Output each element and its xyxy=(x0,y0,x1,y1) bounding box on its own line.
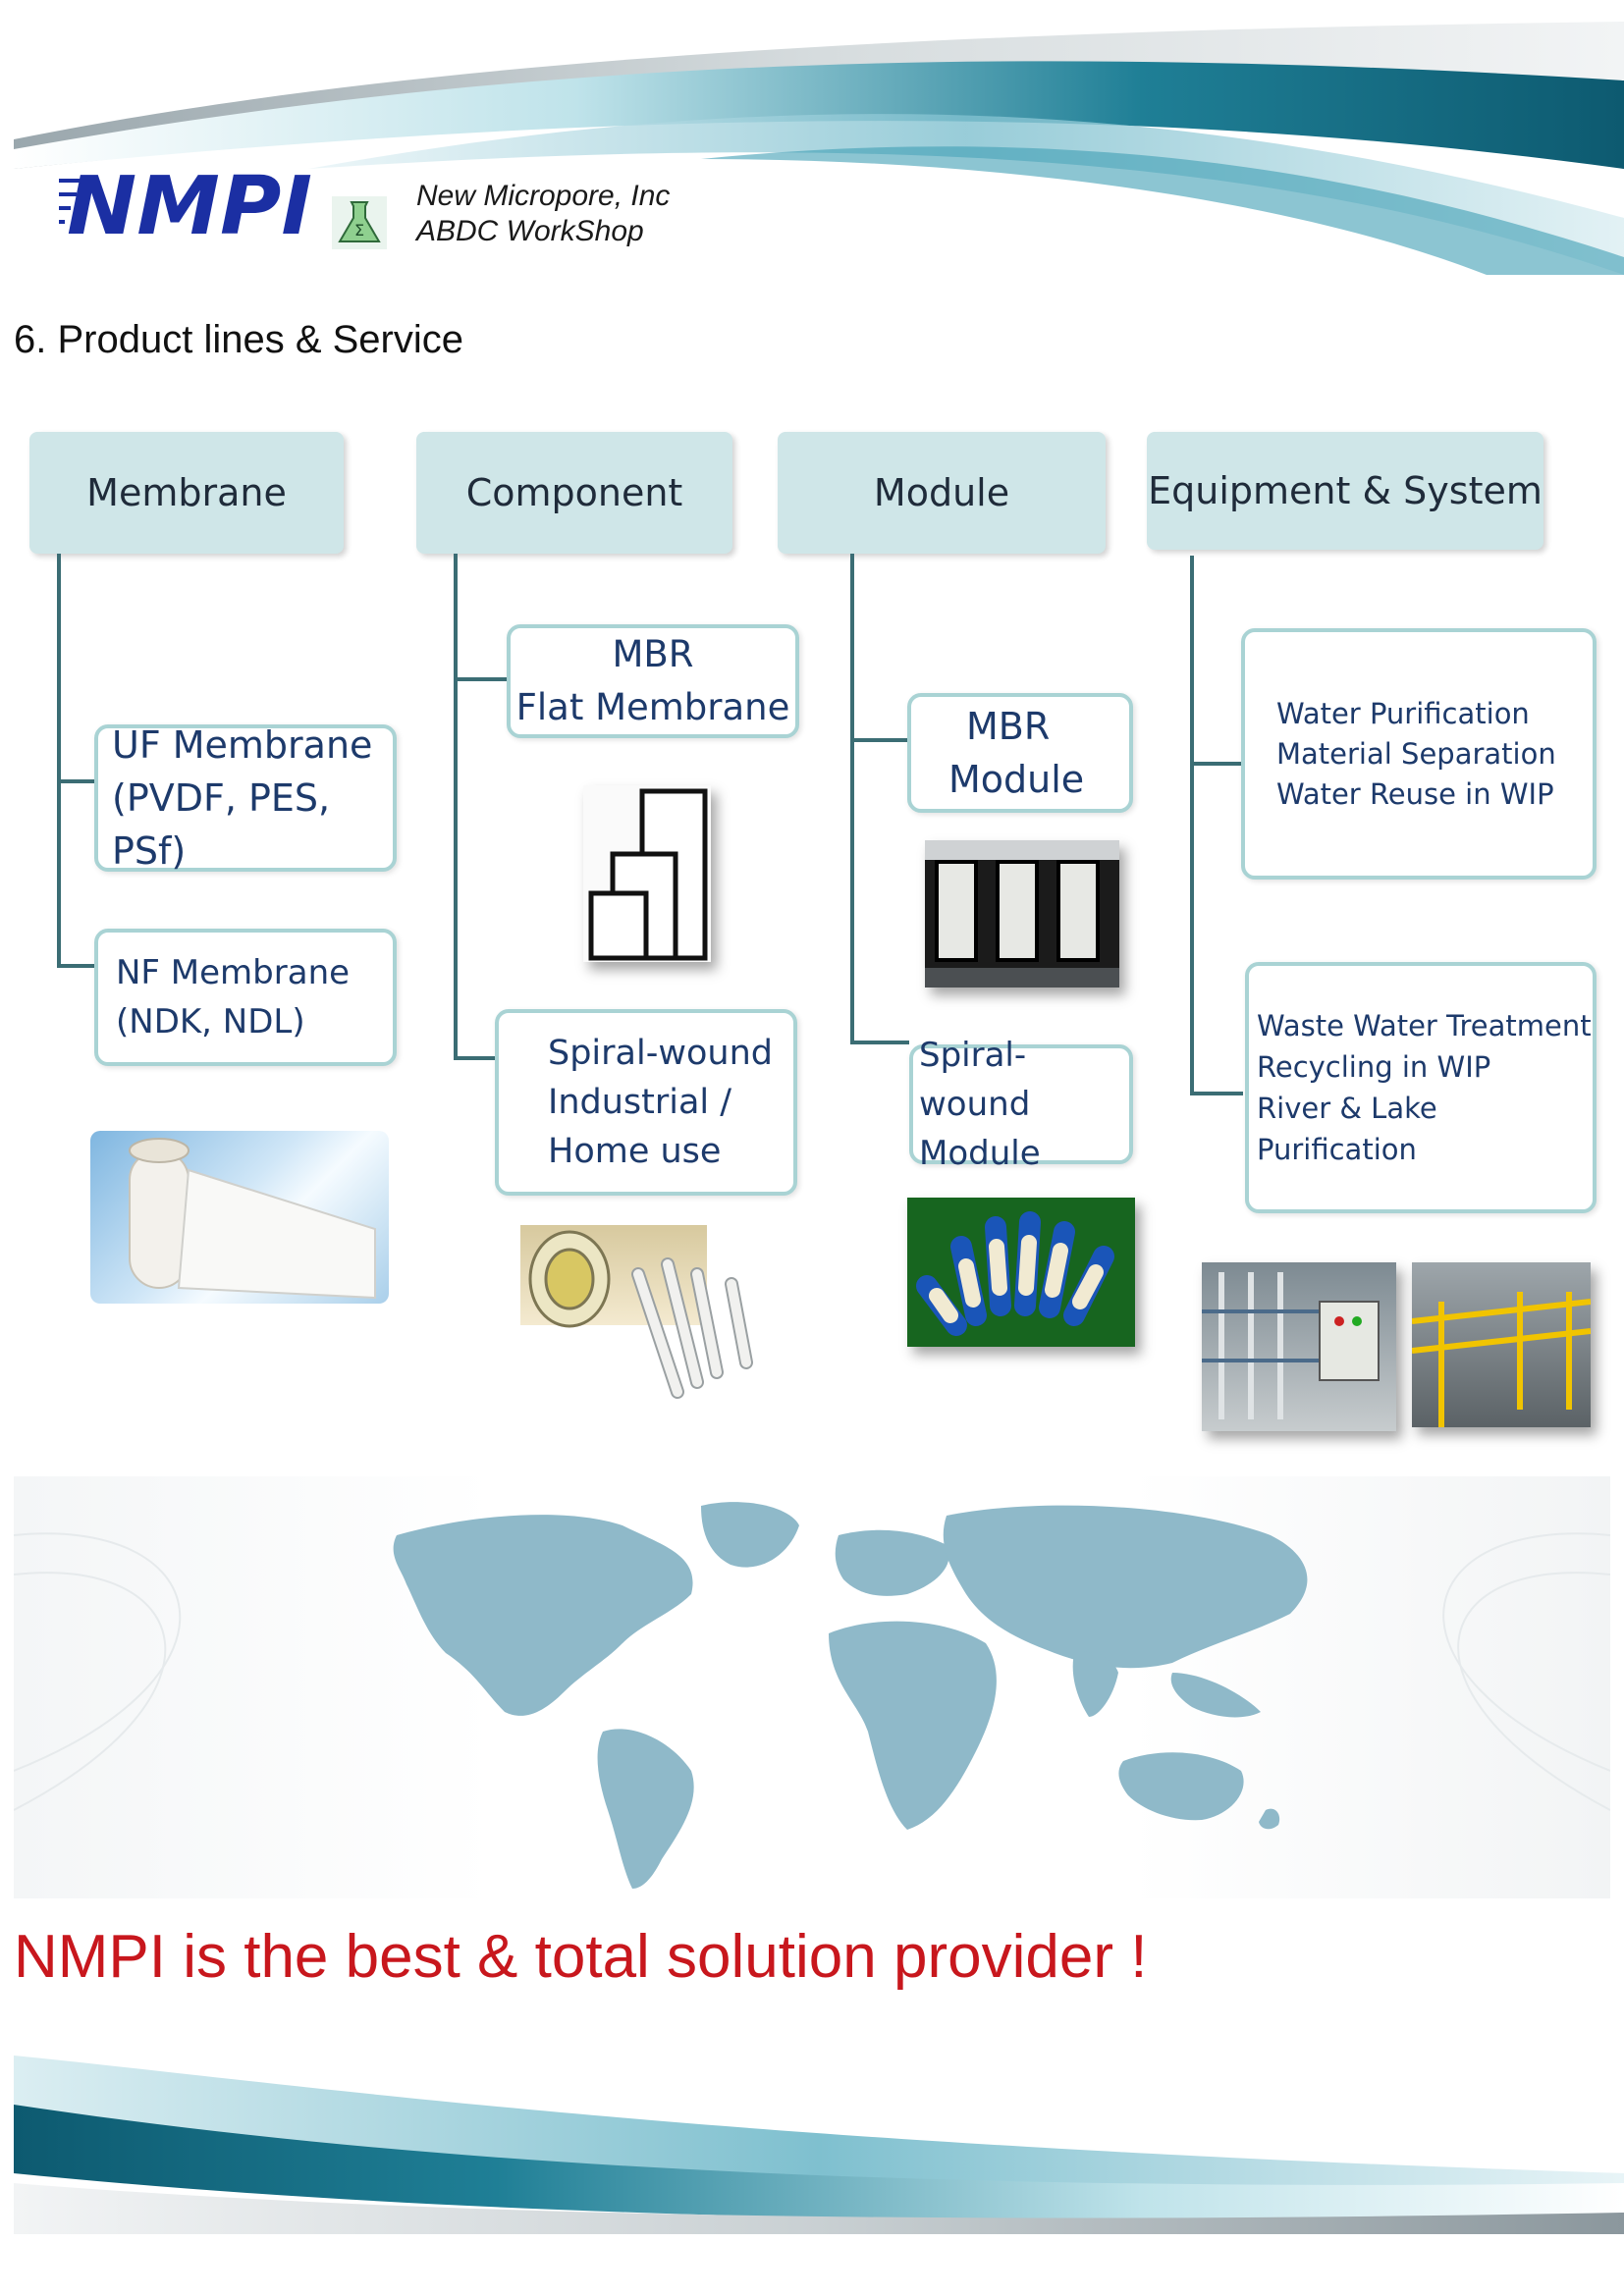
treatment-pool-image xyxy=(1411,1262,1592,1427)
box-line: Industrial / xyxy=(548,1083,732,1122)
connector-line xyxy=(57,779,94,783)
box-line: MBR xyxy=(612,633,694,675)
box-mbr-module: MBR Module xyxy=(907,693,1133,813)
box-line: Spiral-wound xyxy=(919,1036,1031,1124)
category-label: Equipment & System xyxy=(1148,469,1543,512)
company-name: New Micropore, Inc xyxy=(416,180,671,212)
connector-line xyxy=(454,554,458,1060)
box-line: Material Separation xyxy=(1276,736,1556,771)
box-spiral-wound-component: Spiral-wound Industrial / Home use xyxy=(495,1009,797,1196)
box-line: Home use xyxy=(548,1132,722,1171)
category-label: Module xyxy=(873,471,1010,514)
box-line: Module xyxy=(948,758,1085,801)
connector-line xyxy=(1190,762,1243,766)
box-line: Flat Membrane xyxy=(515,686,790,728)
connector-line xyxy=(1190,1092,1243,1095)
nmpi-logo: NMPI xyxy=(47,160,324,253)
category-component: Component xyxy=(416,432,732,554)
flat-membrane-image xyxy=(583,785,711,962)
connector-line xyxy=(850,554,854,1042)
box-line: (NDK, NDL) xyxy=(116,1002,305,1041)
box-line: Water Purification xyxy=(1276,696,1530,730)
box-line: Waste Water Treatment xyxy=(1257,1009,1592,1042)
world-map xyxy=(13,1476,1611,1898)
connector-line xyxy=(454,1056,495,1060)
ro-modules-image xyxy=(907,1198,1135,1347)
bottom-banner xyxy=(14,2026,1624,2234)
section-title: 6. Product lines & Service xyxy=(14,318,463,361)
box-line: River & Lake Purification xyxy=(1257,1092,1437,1166)
box-uf-membrane: UF Membrane (PVDF, PES, PSf) xyxy=(94,723,397,873)
mbr-module-image xyxy=(925,840,1119,988)
spiral-wound-elements-image xyxy=(520,1225,753,1399)
category-equipment-system: Equipment & System xyxy=(1147,432,1543,550)
box-line: UF Membrane xyxy=(112,723,373,767)
box-line: Recycling in WIP xyxy=(1257,1050,1491,1084)
box-mbr-flat-membrane: MBR Flat Membrane xyxy=(507,624,799,738)
category-membrane: Membrane xyxy=(29,432,344,554)
svg-text:NMPI: NMPI xyxy=(67,165,312,247)
category-label: Component xyxy=(465,471,683,514)
connector-line xyxy=(454,677,507,681)
box-line: NF Membrane xyxy=(116,953,351,992)
category-module: Module xyxy=(778,432,1106,554)
box-line: Module xyxy=(919,1134,1041,1173)
connector-line xyxy=(850,1041,909,1044)
company-info: New Micropore, Inc ABDC WorkShop xyxy=(416,179,670,249)
box-line: (PVDF, PES, PSf) xyxy=(112,776,331,873)
box-waste-water-treatment: Waste Water Treatment Recycling in WIP R… xyxy=(1245,962,1597,1213)
box-spiral-wound-module: Spiral-wound Module xyxy=(909,1036,1133,1173)
top-banner xyxy=(14,22,1624,275)
connector-line xyxy=(850,738,907,742)
water-treatment-plant-image xyxy=(1202,1262,1396,1431)
connector-line xyxy=(1190,556,1194,1095)
membrane-roll-image xyxy=(90,1131,389,1304)
category-label: Membrane xyxy=(86,471,287,514)
connector-line xyxy=(57,554,61,966)
workshop-name: ABDC WorkShop xyxy=(416,215,644,247)
box-line: Spiral-wound xyxy=(548,1034,773,1073)
box-nf-membrane: NF Membrane (NDK, NDL) xyxy=(94,929,397,1066)
box-line: Water Reuse in WIP xyxy=(1276,776,1554,811)
connector-line xyxy=(57,964,94,968)
box-water-purification: Water Purification Material Separation W… xyxy=(1241,628,1597,880)
svg-text:Σ: Σ xyxy=(354,221,364,240)
box-line: MBR xyxy=(966,705,1051,748)
tagline: NMPI is the best & total solution provid… xyxy=(14,1923,1148,1991)
flask-icon: Σ xyxy=(332,196,387,249)
